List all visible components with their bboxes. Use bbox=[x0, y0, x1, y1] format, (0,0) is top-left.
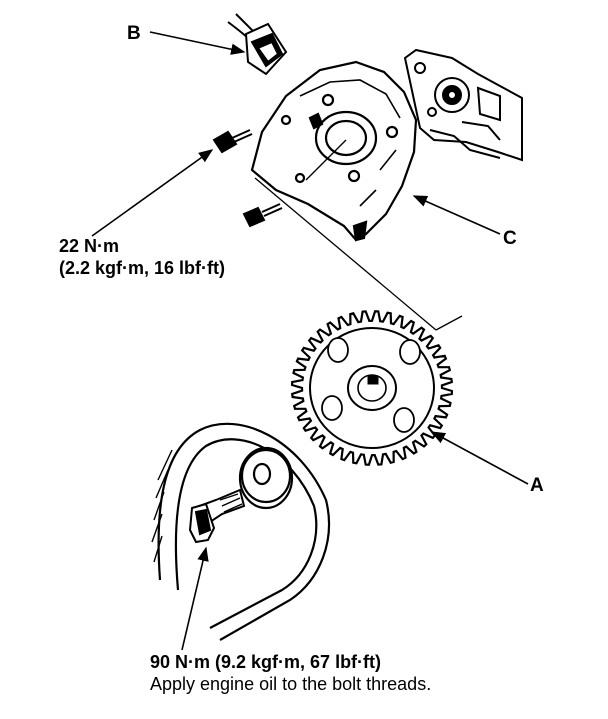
torque-pulley-note: Apply engine oil to the bolt threads. bbox=[150, 674, 432, 694]
torque-cover-line2: (2.2 kgf·m, 16 lbf·ft) bbox=[59, 258, 226, 278]
torque-spec-cover-bolt: 22 N·m (2.2 kgf·m, 16 lbf·ft) bbox=[59, 235, 225, 279]
pulley-bolt bbox=[188, 488, 246, 544]
engine-block bbox=[403, 48, 523, 162]
crank-pulley bbox=[238, 446, 294, 510]
timing-cover-c bbox=[250, 60, 418, 242]
leader-torque-pulley bbox=[181, 546, 209, 651]
cover-bolt-lower bbox=[242, 203, 283, 228]
callout-label-a: A bbox=[530, 475, 544, 496]
timing-belt bbox=[151, 422, 331, 641]
camshaft-pulley-a bbox=[290, 310, 454, 466]
leader-lines bbox=[91, 31, 529, 651]
leader-c bbox=[412, 195, 501, 235]
cover-bolt-upper bbox=[212, 129, 253, 154]
sensor-b bbox=[227, 13, 288, 76]
callout-label-b: B bbox=[127, 23, 141, 44]
torque-pulley-line1: 90 N·m (9.2 kgf·m, 67 lbf·ft) bbox=[150, 652, 382, 672]
leader-b bbox=[149, 31, 246, 55]
leader-torque-cover-1 bbox=[91, 149, 214, 237]
alignment-lines bbox=[254, 139, 463, 331]
torque-spec-pulley-bolt: 90 N·m (9.2 kgf·m, 67 lbf·ft) Apply engi… bbox=[150, 651, 431, 695]
callout-label-c: C bbox=[503, 228, 517, 249]
torque-cover-line1: 22 N·m bbox=[59, 236, 120, 256]
leader-a bbox=[430, 431, 529, 485]
